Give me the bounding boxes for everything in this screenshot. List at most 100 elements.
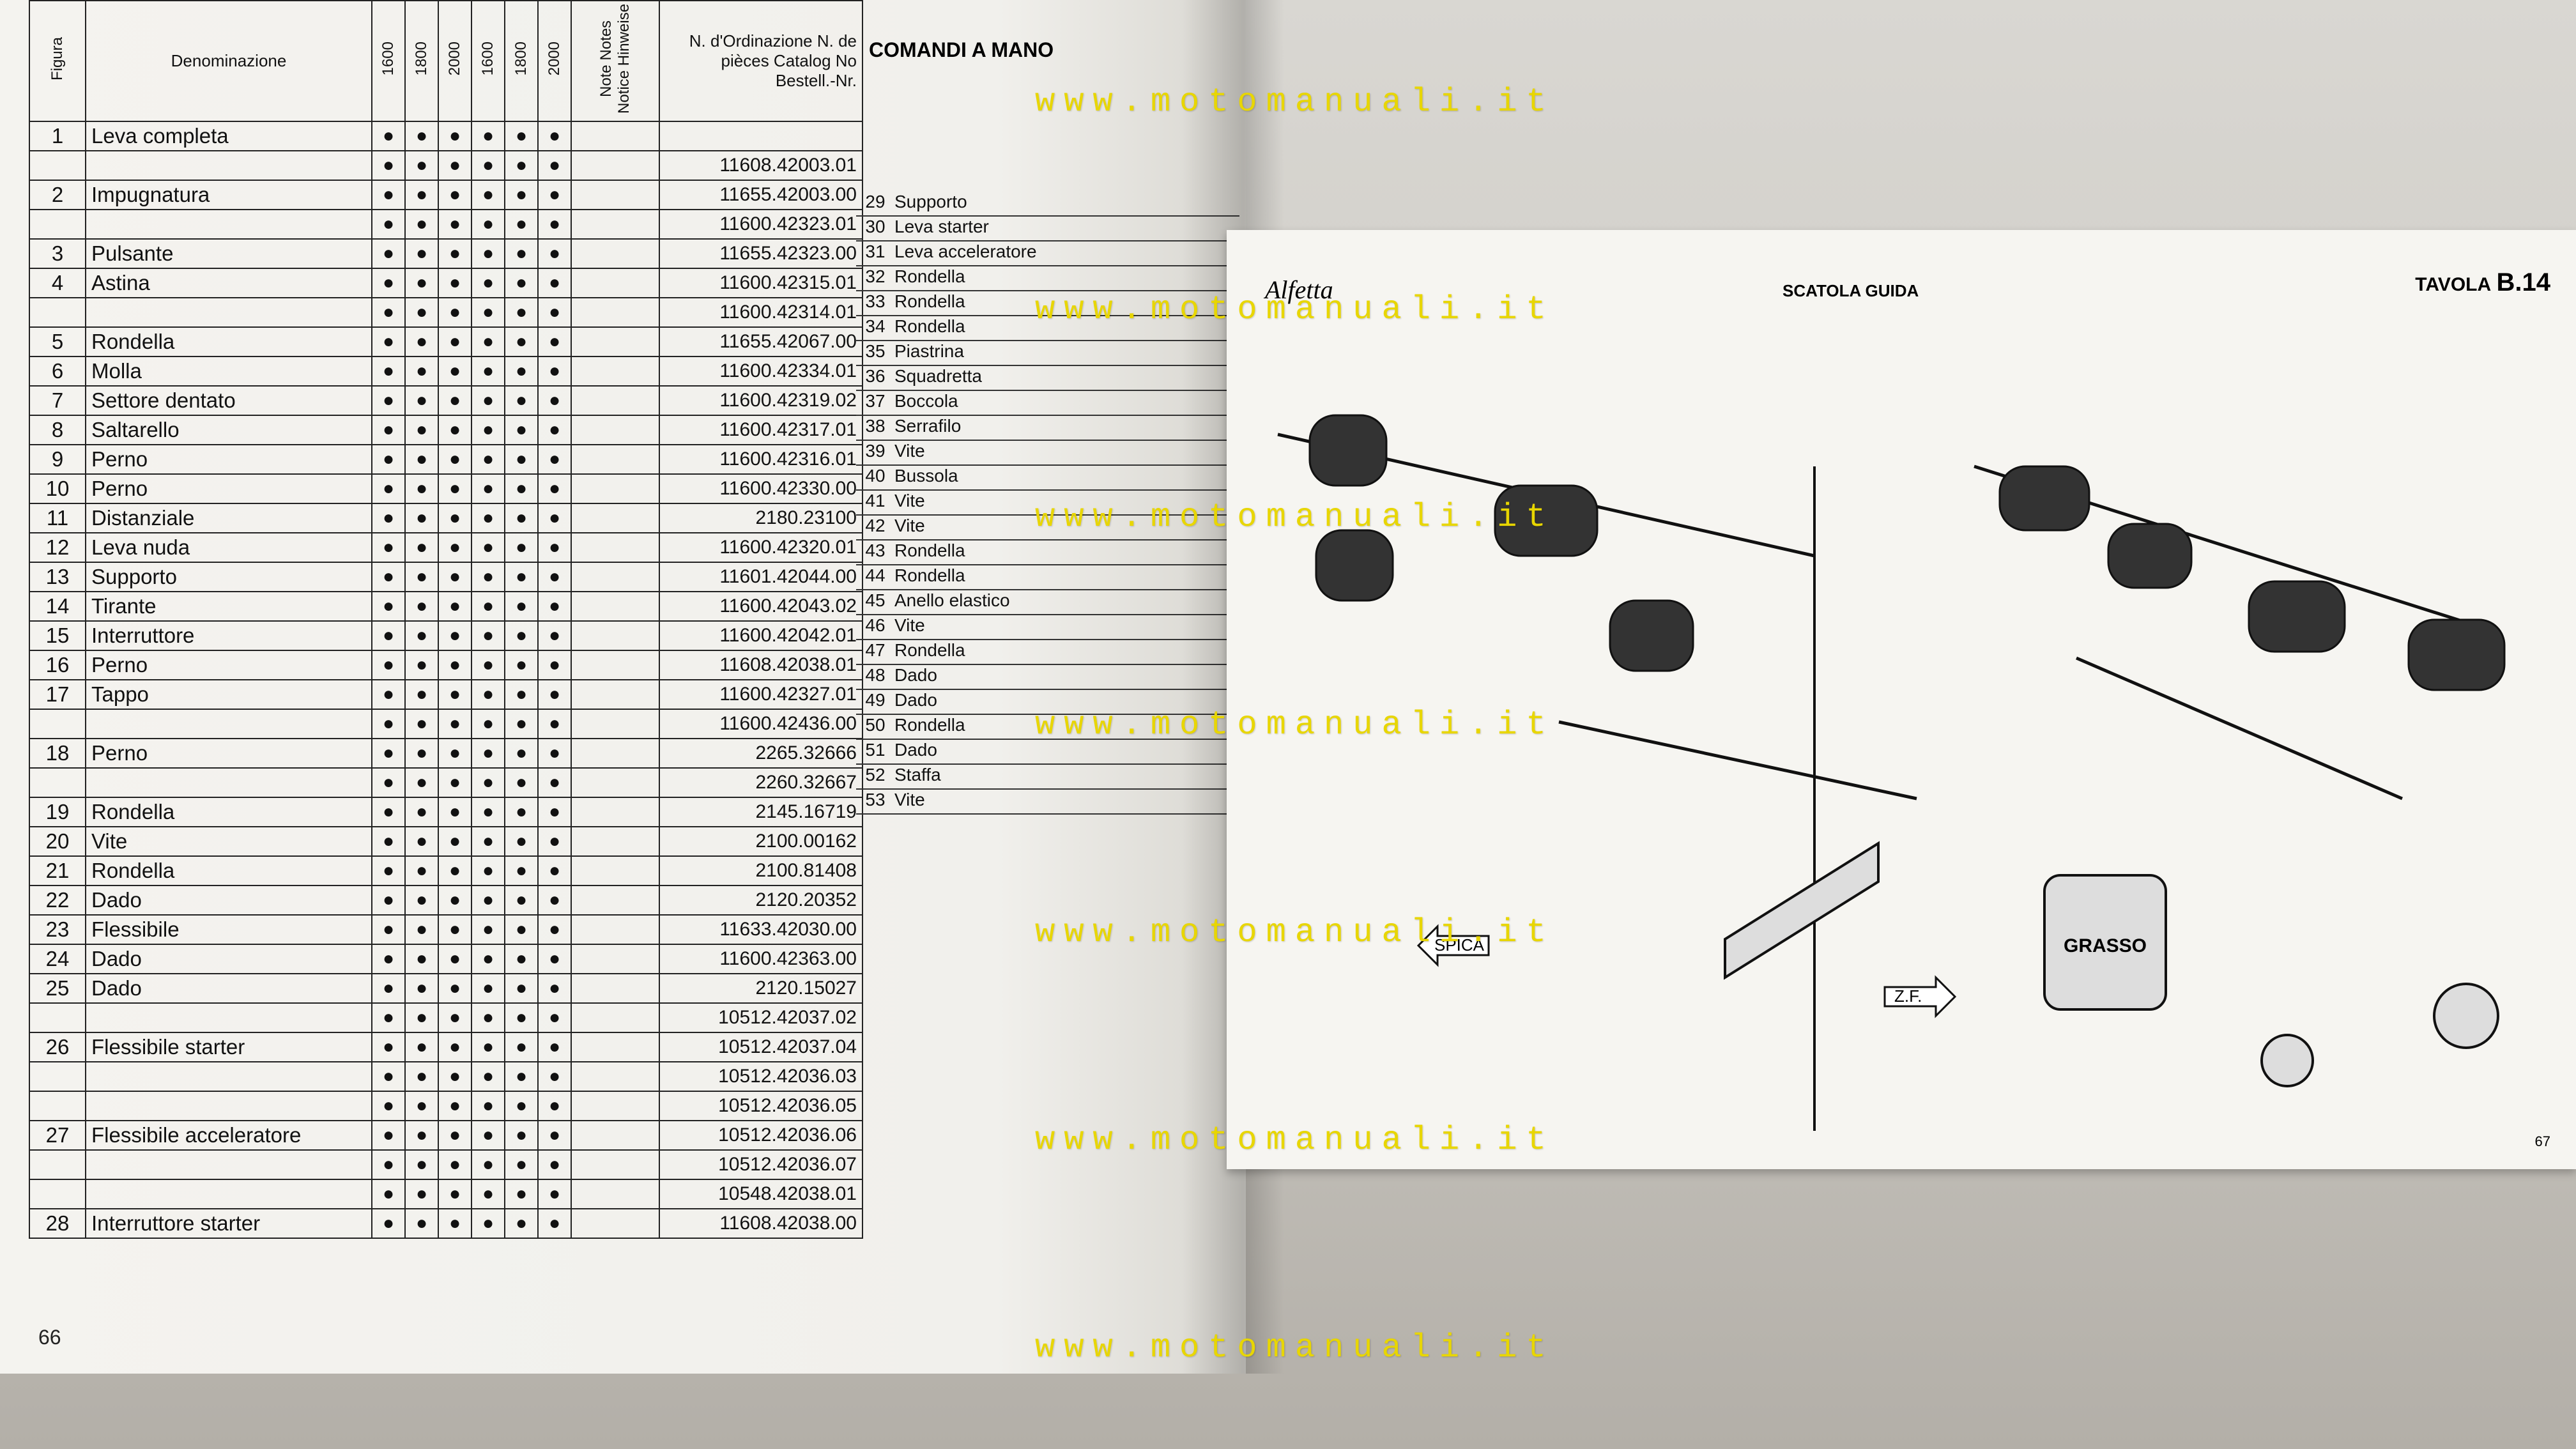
applicability-dot: ● xyxy=(504,121,539,151)
row-note xyxy=(571,650,660,680)
applicability-dot: ● xyxy=(371,944,406,974)
sub-row-figura: 42 xyxy=(865,516,885,535)
applicability-dot: ● xyxy=(471,532,505,563)
applicability-dot: ● xyxy=(504,503,539,533)
applicability-dot: ● xyxy=(471,1061,505,1092)
row-order-number: 2100.81408 xyxy=(659,855,863,886)
row-order-number: 11655.42067.00 xyxy=(659,326,863,357)
sub-section-title: COMANDI A MANO xyxy=(869,38,1054,61)
applicability-dot: ● xyxy=(438,209,472,240)
row-note xyxy=(571,356,660,387)
row-figura: 27 xyxy=(29,1120,86,1151)
row-figura xyxy=(29,297,86,328)
applicability-dot: ● xyxy=(371,180,406,210)
applicability-dot: ● xyxy=(537,532,572,563)
row-note xyxy=(571,444,660,475)
applicability-dot: ● xyxy=(404,797,439,827)
applicability-dot: ● xyxy=(438,121,472,151)
sub-row-figura: 31 xyxy=(865,241,885,261)
sub-row-denominazione: Rondella xyxy=(894,540,965,560)
applicability-dot: ● xyxy=(537,1002,572,1033)
applicability-dot: ● xyxy=(404,1032,439,1062)
sub-row-figura: 53 xyxy=(865,790,885,809)
applicability-dot: ● xyxy=(471,1120,505,1151)
sub-row-denominazione: Anello elastico xyxy=(894,590,1010,610)
sub-row-denominazione: Vite xyxy=(894,615,925,635)
sub-row-denominazione: Vite xyxy=(894,790,925,809)
applicability-dot: ● xyxy=(371,650,406,680)
sub-row-figura: 45 xyxy=(865,590,885,610)
header-figura: Figura xyxy=(49,36,66,81)
applicability-dot: ● xyxy=(537,738,572,769)
row-figura: 7 xyxy=(29,385,86,416)
applicability-dot: ● xyxy=(371,1179,406,1209)
applicability-dot: ● xyxy=(371,503,406,533)
sub-row-denominazione: Rondella xyxy=(894,316,965,336)
row-order-number: 10512.42036.03 xyxy=(659,1061,863,1092)
applicability-dot: ● xyxy=(371,620,406,651)
row-order-number: 10512.42036.06 xyxy=(659,1120,863,1151)
row-note xyxy=(571,1120,660,1151)
header-notes: Note Notes Notice Hinweise xyxy=(597,3,632,114)
applicability-dot: ● xyxy=(438,767,472,798)
applicability-dot: ● xyxy=(537,650,572,680)
applicability-dot: ● xyxy=(371,885,406,916)
row-note xyxy=(571,209,660,240)
applicability-dot: ● xyxy=(537,121,572,151)
row-denominazione: Perno xyxy=(85,650,372,680)
applicability-dot: ● xyxy=(371,356,406,387)
applicability-dot: ● xyxy=(471,238,505,269)
applicability-dot: ● xyxy=(404,385,439,416)
row-order-number: 11600.42334.01 xyxy=(659,356,863,387)
row-denominazione: Interruttore starter xyxy=(85,1208,372,1239)
header-model: 1600 xyxy=(379,42,397,76)
sub-row-denominazione: Rondella xyxy=(894,640,965,660)
header-model: 2000 xyxy=(546,42,563,76)
row-note xyxy=(571,385,660,416)
row-figura: 25 xyxy=(29,973,86,1004)
row-denominazione: Dado xyxy=(85,944,372,974)
row-order-number: 11600.42320.01 xyxy=(659,532,863,563)
sub-row-denominazione: Squadretta xyxy=(894,366,982,386)
applicability-dot: ● xyxy=(471,679,505,710)
row-order-number: 11600.42323.01 xyxy=(659,209,863,240)
bellows-boot xyxy=(2248,580,2346,653)
applicability-dot: ● xyxy=(438,973,472,1004)
list-item: 45 Anello elastico xyxy=(856,590,1239,615)
applicability-dot: ● xyxy=(537,944,572,974)
sub-row-figura: 43 xyxy=(865,540,885,560)
applicability-dot: ● xyxy=(471,797,505,827)
applicability-dot: ● xyxy=(404,973,439,1004)
applicability-dot: ● xyxy=(404,238,439,269)
applicability-dot: ● xyxy=(371,591,406,622)
applicability-dot: ● xyxy=(438,591,472,622)
diagram-title: SCATOLA GUIDA xyxy=(1782,281,1919,300)
applicability-dot: ● xyxy=(371,1091,406,1121)
applicability-dot: ● xyxy=(537,826,572,857)
bellows-boot xyxy=(1494,484,1598,557)
row-order-number: 11601.42044.00 xyxy=(659,562,863,592)
applicability-dot: ● xyxy=(504,826,539,857)
applicability-dot: ● xyxy=(438,503,472,533)
row-denominazione: Interruttore xyxy=(85,620,372,651)
applicability-dot: ● xyxy=(471,826,505,857)
applicability-dot: ● xyxy=(504,738,539,769)
applicability-dot: ● xyxy=(404,415,439,445)
applicability-dot: ● xyxy=(504,385,539,416)
row-figura: 13 xyxy=(29,562,86,592)
row-denominazione: Rondella xyxy=(85,797,372,827)
applicability-dot: ● xyxy=(537,1120,572,1151)
applicability-dot: ● xyxy=(537,150,572,181)
watermark: www.motomanuali.it xyxy=(1035,706,1555,744)
list-item: 53 Vite xyxy=(856,790,1239,815)
row-figura: 11 xyxy=(29,503,86,533)
